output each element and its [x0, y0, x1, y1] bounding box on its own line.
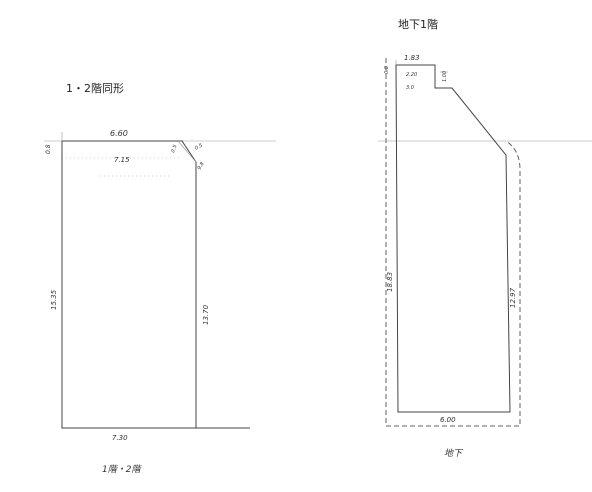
- right-left-small: 0.8: [384, 66, 390, 74]
- left-bottom-width: 7.30: [112, 434, 128, 442]
- left-plan-caption: 1階・2階: [102, 464, 142, 475]
- right-step-depth: 1.00: [442, 71, 448, 82]
- right-right-depth: 12.97: [509, 287, 517, 308]
- left-corner-c: 9.8: [197, 161, 206, 171]
- right-top-width: 1.83: [404, 54, 420, 62]
- right-bottom-width: 6.00: [440, 416, 456, 424]
- left-corner-cut: [177, 140, 197, 163]
- left-inner-width: 7.15: [114, 156, 130, 164]
- right-plan-outline: [395, 64, 511, 413]
- left-corner-a: 0.5: [170, 144, 178, 154]
- right-dashed-boundary: [385, 58, 521, 427]
- left-plan-outline: [61, 140, 197, 429]
- right-plan-caption: 地下: [444, 448, 464, 459]
- left-corner-b: 0.5: [194, 143, 204, 152]
- right-step-width-a: 2.20: [406, 72, 417, 78]
- right-left-depth: 18.83: [386, 272, 394, 292]
- left-plan-heading: 1・2階同形: [66, 81, 124, 95]
- left-left-depth: 15.35: [50, 289, 58, 310]
- right-step-width-b: 3.0: [406, 85, 414, 91]
- left-right-depth: 13.70: [202, 304, 210, 325]
- right-plan-heading: 地下1階: [398, 17, 438, 31]
- left-setback-dim: 0.8: [45, 144, 52, 154]
- left-top-width: 6.60: [110, 129, 128, 138]
